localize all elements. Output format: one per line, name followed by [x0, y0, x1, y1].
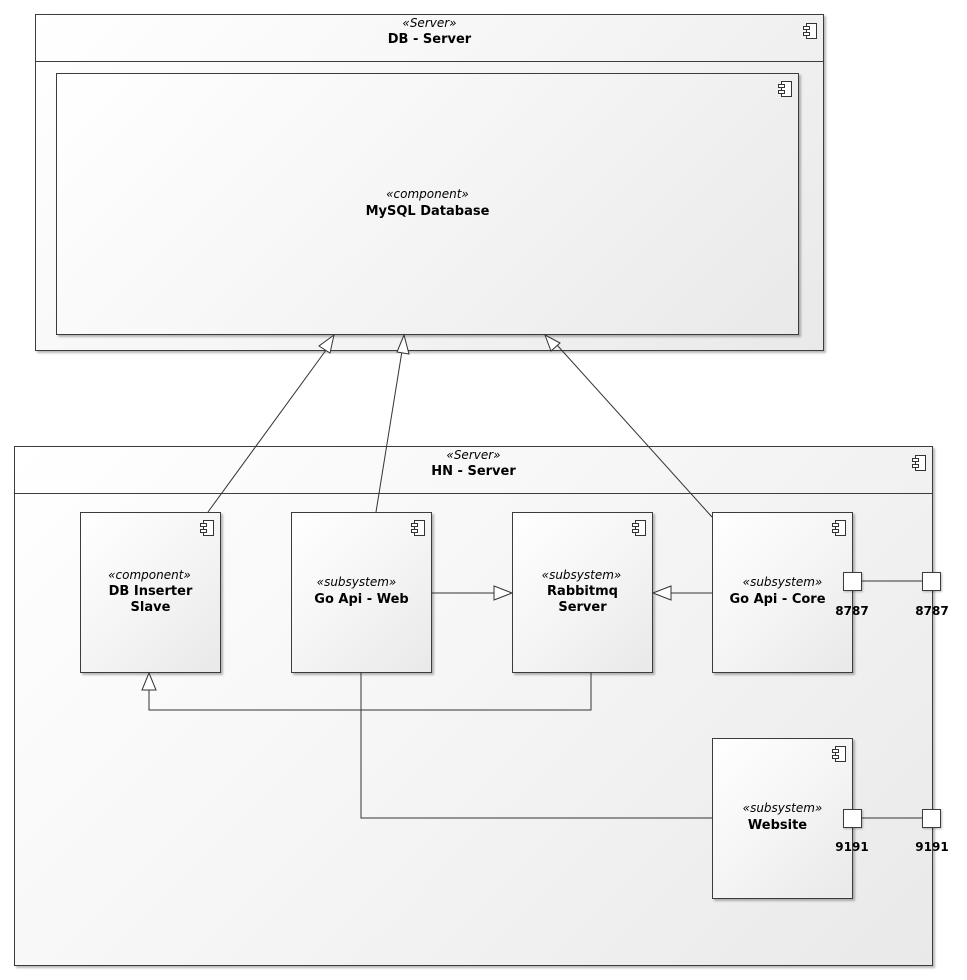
rabbitmq-title-line1: Rabbitmq	[547, 584, 618, 599]
component-icon	[200, 520, 214, 536]
arrowhead-go-api-web-mysql	[396, 333, 410, 355]
core-outer-port-label: 8787	[915, 604, 949, 618]
hn-server-title: HN - Server	[431, 464, 516, 479]
component-icon	[778, 81, 792, 97]
go-api-web-title: Go Api - Web	[314, 592, 409, 607]
db-inserter-title-line1: DB Inserter	[108, 584, 193, 599]
go-api-core-to-mysql-line	[556, 344, 713, 518]
mysql-title: MySQL Database	[365, 204, 490, 219]
component-icon	[832, 746, 846, 762]
db-server-header-divider	[36, 61, 823, 62]
db-inserter-stereotype: «component»	[108, 568, 191, 582]
go-api-core-stereotype: «subsystem»	[742, 575, 823, 589]
arrowhead-db-inserter-from-rabbitmq	[141, 671, 157, 691]
website-inner-port-label: 9191	[835, 840, 869, 854]
core-inner-port-label: 8787	[835, 604, 869, 618]
hn-server-header-divider	[15, 493, 932, 494]
go-api-core-title: Go Api - Core	[729, 592, 826, 607]
component-icon	[912, 455, 926, 471]
arrowhead-rabbitmq-from-core	[651, 585, 672, 601]
component-icon	[411, 520, 425, 536]
db-inserter-to-mysql-line	[207, 345, 330, 513]
db-server-stereotype: «Server»	[402, 16, 457, 30]
website-title: Website	[747, 818, 808, 833]
rabbitmq-to-db-inserter-line	[148, 673, 592, 711]
arrowhead-db-inserter-mysql	[318, 333, 335, 354]
mysql-stereotype: «component»	[386, 187, 469, 201]
db-server-title: DB - Server	[387, 32, 472, 47]
hn-server-stereotype: «Server»	[446, 448, 501, 462]
component-icon	[803, 23, 817, 39]
website-inner-port[interactable]	[843, 809, 862, 828]
website-subsystem[interactable]: «subsystem» Website	[712, 738, 853, 899]
go-api-web-to-website-line	[360, 673, 712, 819]
go-api-web-subsystem[interactable]: «subsystem» Go Api - Web	[291, 512, 432, 673]
mysql-database-component[interactable]: «component» MySQL Database	[56, 73, 799, 335]
component-icon	[632, 520, 646, 536]
go-api-web-stereotype: «subsystem»	[316, 575, 397, 589]
rabbitmq-title-line2: Server	[558, 600, 607, 615]
go-api-core-outer-port[interactable]	[922, 572, 941, 591]
website-outer-port[interactable]	[922, 809, 941, 828]
website-outer-port-label: 9191	[915, 840, 949, 854]
arrowhead-go-api-core-mysql	[544, 333, 561, 352]
website-stereotype: «subsystem»	[742, 801, 823, 815]
arrowhead-rabbitmq-from-web	[493, 585, 514, 601]
go-api-core-inner-port[interactable]	[843, 572, 862, 591]
rabbitmq-stereotype: «subsystem»	[541, 568, 622, 582]
component-icon	[832, 520, 846, 536]
db-inserter-slave-component[interactable]: «component» DB Inserter Slave	[80, 512, 221, 673]
go-api-web-to-mysql-line	[375, 350, 403, 513]
rabbitmq-server-subsystem[interactable]: «subsystem» Rabbitmq Server	[512, 512, 653, 673]
go-api-core-subsystem[interactable]: «subsystem» Go Api - Core	[712, 512, 853, 673]
db-inserter-title-line2: Slave	[130, 600, 171, 615]
